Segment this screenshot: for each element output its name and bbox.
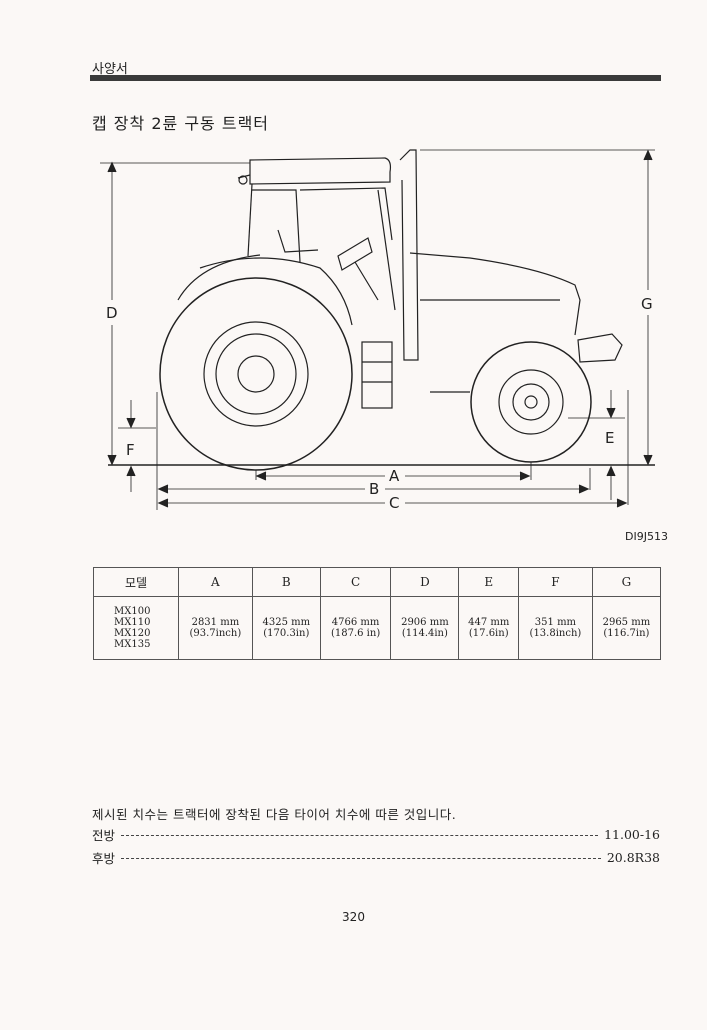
- value-cell-c: 4766 mm(187.6 in): [319, 596, 392, 660]
- tire-label: 전방: [92, 828, 116, 843]
- value-mm: 4766 mm: [331, 617, 380, 628]
- value-mm: 351 mm: [534, 617, 577, 628]
- figure-code: DI9J513: [625, 530, 668, 543]
- value-mm: 4325 mm: [262, 617, 311, 628]
- table-row: MX100 MX110 MX120 MX135 2831 mm(93.7inch…: [93, 596, 662, 660]
- dim-label-b: B: [369, 480, 379, 498]
- tire-row-front: 전방 11.00-16: [92, 825, 660, 844]
- tire-value: 11.00-16: [604, 827, 660, 842]
- dim-label-a: A: [389, 467, 400, 485]
- table-header-cell: 모델: [93, 567, 179, 597]
- value-mm: 2906 mm: [401, 617, 449, 628]
- value-inch: (116.7in): [603, 628, 650, 639]
- leader-dots: [121, 858, 601, 859]
- model-name: MX110: [114, 617, 151, 628]
- dimension-table: 모델 A B C D E F G MX100 MX110 MX120 MX135…: [93, 567, 662, 660]
- table-header-cell: F: [518, 567, 593, 597]
- value-mm: 2831 mm: [191, 617, 240, 628]
- tire-note: 제시된 치수는 트랙터에 장착된 다음 타이어 치수에 따른 것입니다.: [92, 807, 457, 822]
- table-header-row: 모델 A B C D E F G: [93, 567, 662, 597]
- table-header-cell: C: [319, 567, 392, 597]
- dim-label-e: E: [605, 429, 614, 447]
- dim-label-c: C: [389, 494, 399, 512]
- tire-value: 20.8R38: [606, 850, 660, 865]
- table-header-cell: E: [458, 567, 520, 597]
- value-cell-b: 4325 mm(170.3in): [251, 596, 321, 660]
- table-header-cell: B: [251, 567, 321, 597]
- page-title: 캡 장착 2륜 구동 트랙터: [92, 114, 270, 133]
- value-inch: (170.3in): [263, 628, 310, 639]
- value-cell-e: 447 mm(17.6in): [458, 596, 520, 660]
- value-inch: (114.4in): [401, 628, 448, 639]
- value-inch: (187.6 in): [330, 628, 381, 639]
- value-cell-f: 351 mm(13.8inch): [518, 596, 593, 660]
- table-header-cell: D: [390, 567, 460, 597]
- model-name: MX100: [114, 606, 151, 617]
- model-name: MX135: [114, 639, 151, 650]
- table-header-cell: A: [178, 567, 253, 597]
- value-cell-g: 2965 mm(116.7in): [591, 596, 662, 660]
- value-cell-a: 2831 mm(93.7inch): [178, 596, 253, 660]
- dim-label-d: D: [106, 304, 118, 322]
- value-mm: 2965 mm: [602, 617, 651, 628]
- value-inch: (17.6in): [468, 628, 509, 639]
- tire-label: 후방: [92, 851, 116, 866]
- page-number: 320: [342, 910, 365, 924]
- value-inch: (93.7inch): [189, 628, 242, 639]
- model-list-cell: MX100 MX110 MX120 MX135: [93, 596, 179, 660]
- value-mm: 447 mm: [468, 617, 510, 628]
- value-inch: (13.8inch): [529, 628, 582, 639]
- section-header: 사양서: [92, 62, 128, 77]
- header-rule: [90, 75, 661, 81]
- tractor-dimension-drawing: D G F E A B C: [100, 149, 655, 512]
- dim-label-g: G: [641, 295, 653, 313]
- tire-row-rear: 후방 20.8R38: [92, 848, 660, 867]
- dim-label-f: F: [126, 441, 135, 459]
- model-name: MX120: [114, 628, 151, 639]
- table-header-cell: G: [591, 567, 662, 597]
- value-cell-d: 2906 mm(114.4in): [390, 596, 460, 660]
- leader-dots: [121, 835, 599, 836]
